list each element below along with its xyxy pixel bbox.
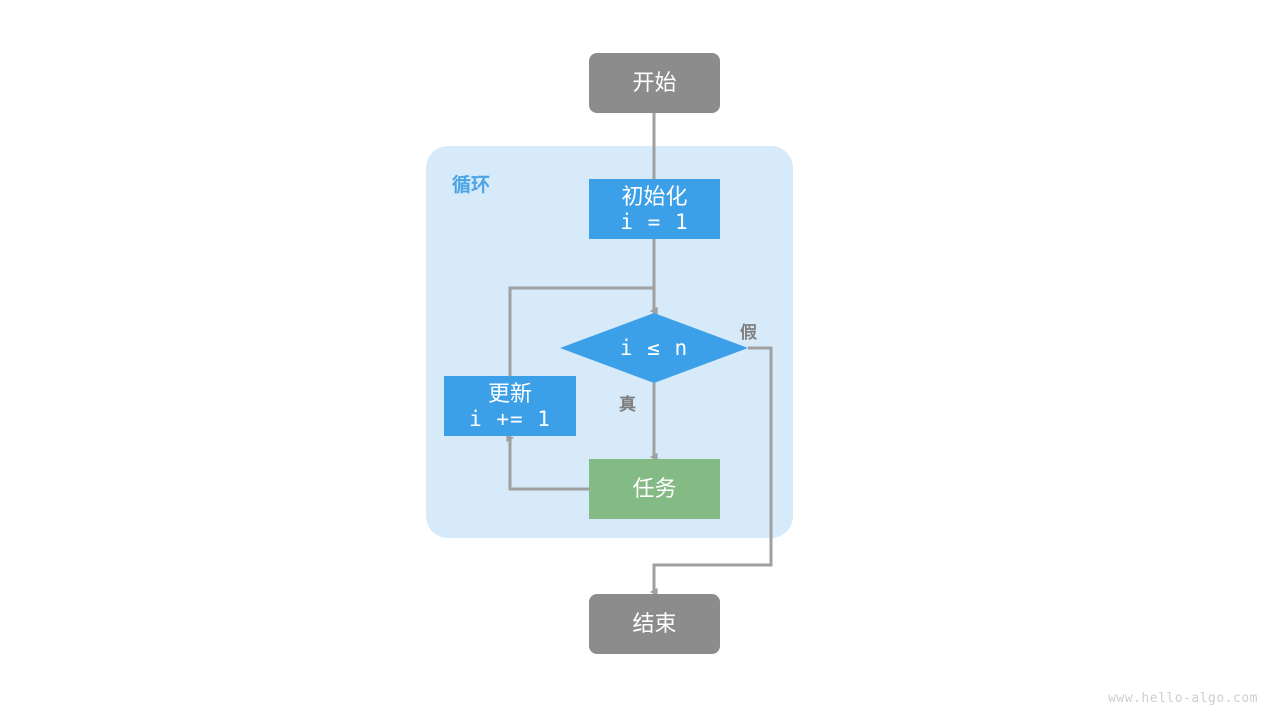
update-node	[444, 376, 576, 436]
watermark: www.hello-algo.com	[1108, 691, 1258, 706]
start-node	[589, 53, 720, 113]
edges-layer	[506, 113, 773, 597]
edge-update-to-condition	[508, 286, 658, 376]
edge-task-to-update	[506, 433, 589, 491]
end-node	[589, 594, 720, 654]
edge-condition-false-to-end	[649, 346, 773, 597]
init-node	[589, 179, 720, 239]
nodes-layer	[444, 53, 748, 654]
condition-node	[560, 313, 748, 383]
task-node	[589, 459, 720, 519]
